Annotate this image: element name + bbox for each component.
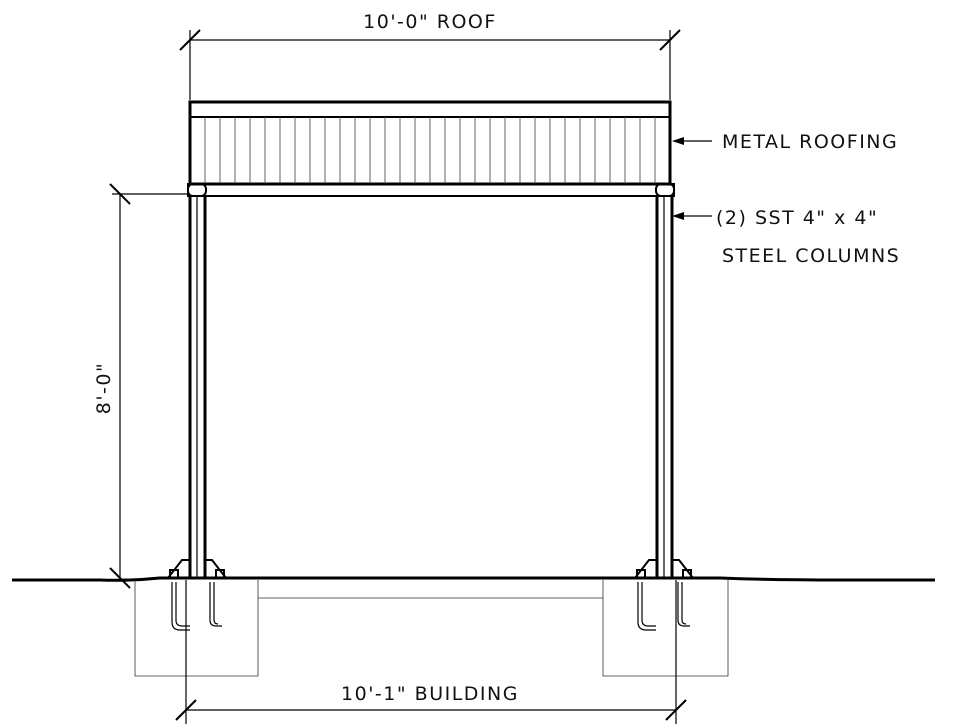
anchor-bolt-right-2 xyxy=(677,582,690,627)
steel-column-right xyxy=(655,196,674,578)
height-tick-top xyxy=(109,183,131,205)
anchor-bolt-left-1 xyxy=(175,582,190,627)
building-tick-left xyxy=(175,699,197,721)
steel-columns-callout: (2) SST 4" x 4" STEEL COLUMNS xyxy=(672,207,900,267)
footing-right xyxy=(602,559,729,677)
height-tick-bottom xyxy=(109,567,131,589)
building-tick-right xyxy=(665,699,687,721)
roofing-leader-arrow xyxy=(672,137,684,145)
height-dimension-label: 8'-0" xyxy=(93,362,115,415)
ground-line xyxy=(12,576,935,599)
beam-cap-left xyxy=(187,183,207,197)
building-dimension-label: 10'-1" BUILDING xyxy=(341,683,519,705)
columns-leader-arrow xyxy=(672,212,684,220)
anchor-bolt-right-1 xyxy=(641,582,656,627)
steel-column-left xyxy=(188,196,207,578)
height-dimension: 8'-0" xyxy=(93,183,190,589)
beam-outline xyxy=(187,183,675,197)
roofing-callout-label: METAL ROOFING xyxy=(722,131,898,153)
roof-dimension-tick-right xyxy=(659,29,681,51)
columns-callout-line1: (2) SST 4" x 4" xyxy=(716,207,878,229)
beam-cap-right xyxy=(655,183,675,197)
roof-dimension-label: 10'-0" ROOF xyxy=(363,11,497,33)
roof-dimension-tick-left xyxy=(179,29,201,51)
roof-dimension: 10'-0" ROOF xyxy=(179,11,681,100)
anchor-bolt-left-2 xyxy=(209,582,222,627)
footing-left xyxy=(134,559,259,677)
metal-roofing-panel xyxy=(188,100,672,186)
roof-beam xyxy=(187,183,675,197)
metal-roofing-callout: METAL ROOFING xyxy=(672,131,898,153)
columns-callout-line2: STEEL COLUMNS xyxy=(722,245,900,267)
roof-panel-ribs xyxy=(204,117,656,184)
building-dimension: 10'-1" BUILDING xyxy=(175,580,687,724)
